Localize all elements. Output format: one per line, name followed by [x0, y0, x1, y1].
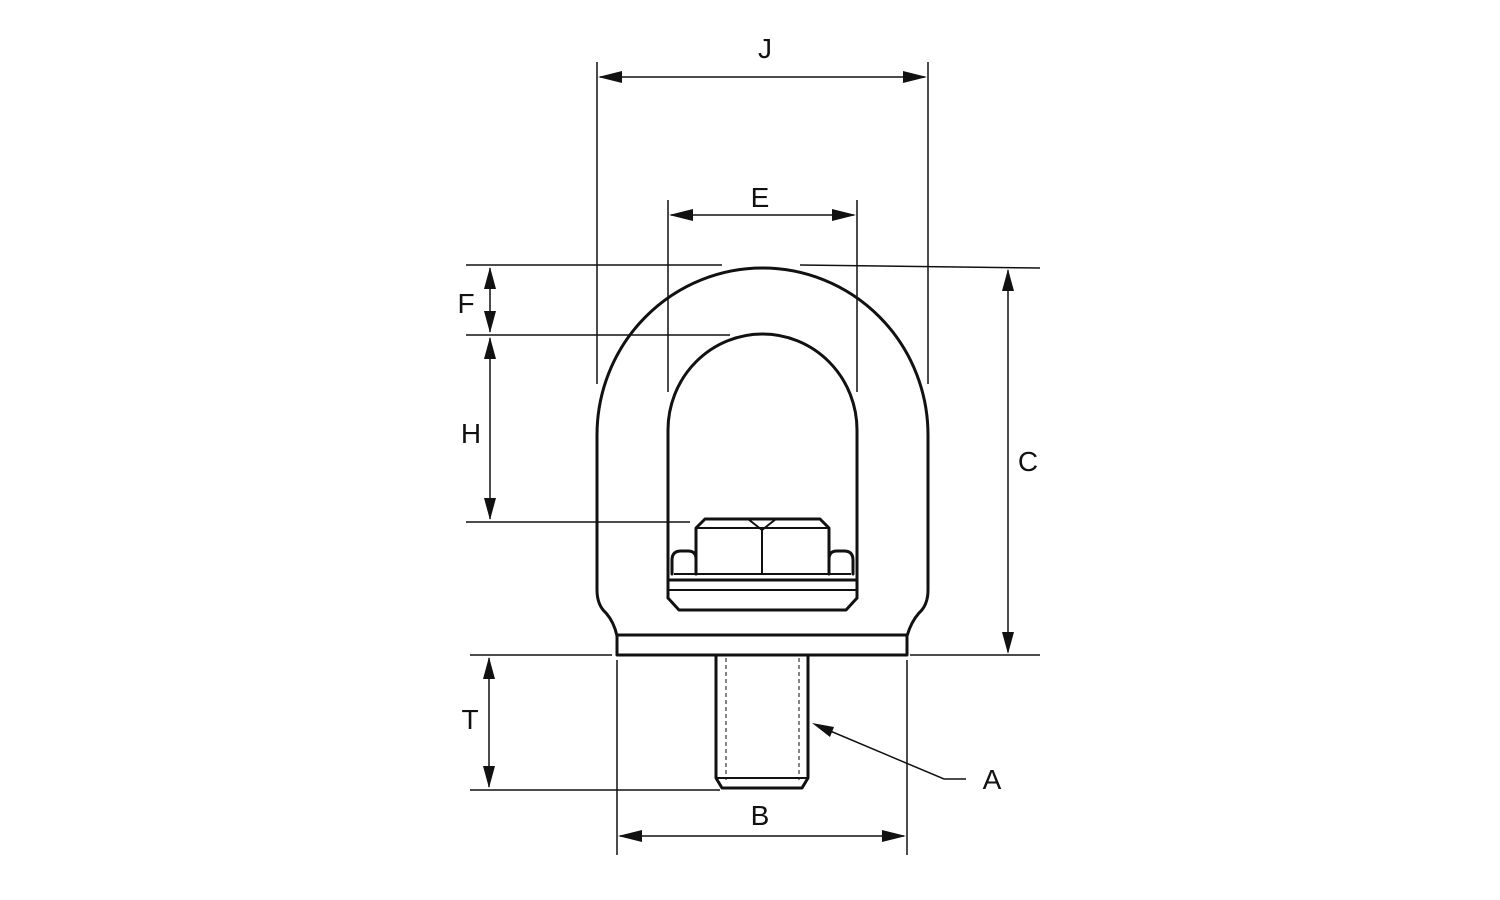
dim-b-arrow-left	[618, 830, 642, 842]
dimension-h: H	[461, 337, 690, 523]
dim-e-arrow-left	[669, 209, 693, 221]
leader-a-line	[815, 724, 966, 780]
dim-t-arrow-top	[483, 657, 495, 679]
dim-c-arrow-top	[1002, 269, 1014, 291]
dimension-j: J	[596, 33, 929, 384]
dim-h-arrow-bottom	[484, 498, 496, 520]
dimension-c: C	[799, 264, 1041, 656]
dimension-f: F	[457, 264, 730, 336]
hex-nut	[694, 517, 831, 576]
leader-a: A	[812, 723, 1002, 795]
label-c: C	[1018, 446, 1038, 477]
dimension-b: B	[616, 660, 908, 855]
bushing	[666, 578, 859, 612]
dim-f-arrow-bottom	[484, 311, 496, 333]
dim-f-arrow-top	[484, 267, 496, 289]
label-a: A	[983, 764, 1002, 795]
label-e: E	[751, 182, 770, 213]
dimension-e: E	[667, 182, 858, 392]
leader-a-arrow	[812, 723, 834, 737]
dim-j-arrow-right	[903, 71, 927, 83]
hex-nut-center-flat	[747, 518, 777, 574]
label-j: J	[758, 33, 772, 64]
threaded-stud	[714, 653, 810, 790]
hoist-ring-body	[595, 266, 930, 790]
label-h: H	[461, 418, 481, 449]
dim-h-arrow-top	[484, 337, 496, 359]
outer-bail-outline	[595, 266, 930, 638]
dim-e-arrow-right	[832, 209, 856, 221]
base-flange	[615, 633, 909, 657]
dim-b-arrow-right	[882, 830, 906, 842]
dim-j-arrow-left	[598, 71, 622, 83]
left-lug	[670, 549, 698, 576]
label-f: F	[457, 288, 474, 319]
dim-c-arrow-bottom	[1002, 632, 1014, 654]
label-b: B	[751, 800, 770, 831]
right-lug	[827, 549, 855, 576]
dim-c-ext-top	[799, 264, 1041, 269]
dimension-t: T	[461, 654, 720, 791]
label-t: T	[461, 704, 478, 735]
inner-bail-outline	[666, 332, 859, 600]
dim-t-arrow-bottom	[483, 766, 495, 788]
